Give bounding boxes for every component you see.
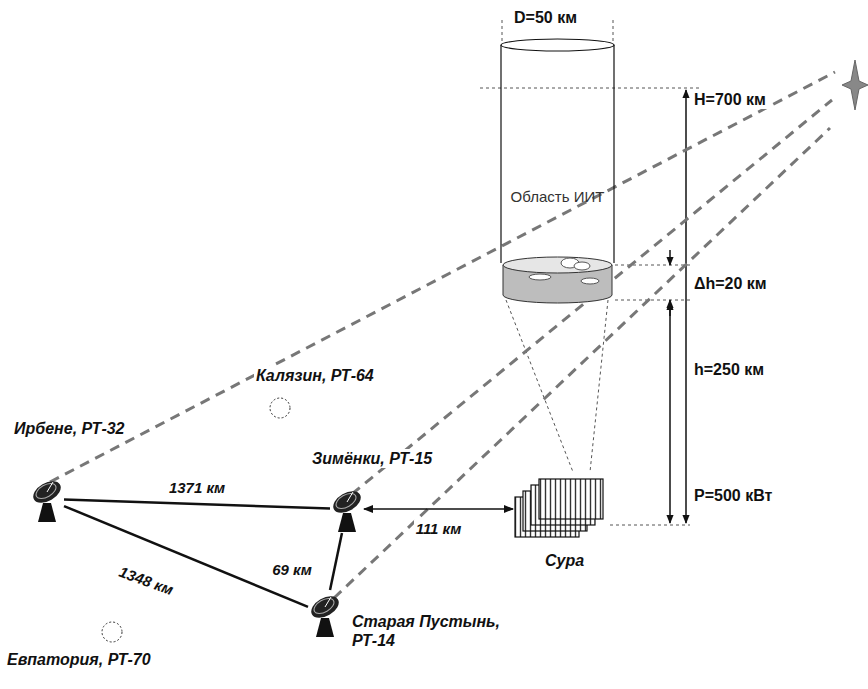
radio-source-star bbox=[842, 60, 868, 110]
station-label: Ирбене, РТ-32 bbox=[12, 419, 127, 438]
cylinder-shape bbox=[500, 37, 615, 307]
station-label: Калязин, РТ-64 bbox=[254, 366, 376, 385]
thickness-dimension bbox=[669, 250, 671, 265]
circle-shape bbox=[100, 620, 124, 644]
dish-shape bbox=[330, 485, 364, 533]
dish-shape bbox=[308, 590, 342, 638]
dimension-label: h=250 км bbox=[692, 360, 766, 379]
distance-label: 1348 км bbox=[115, 562, 178, 600]
radio-telescope: Ирбене, РТ-32 bbox=[30, 475, 64, 523]
heating-facility: Сура bbox=[513, 475, 608, 543]
station-label: Старая Пустынь, РТ-14 bbox=[350, 612, 514, 650]
sight-rays bbox=[50, 72, 835, 598]
distance-arrow bbox=[364, 508, 513, 510]
distance-label: 1371 км bbox=[167, 479, 227, 497]
reference-lines bbox=[480, 20, 700, 525]
dimension-label: H=700 км bbox=[692, 90, 768, 109]
station-label: Сура bbox=[543, 551, 586, 570]
building-shape bbox=[513, 475, 608, 543]
distance-label: 111 км bbox=[414, 520, 464, 538]
dimension-label: Δh=20 км bbox=[692, 274, 769, 293]
distance-label: 69 км bbox=[270, 561, 314, 579]
station-label: Область ИИТ bbox=[500, 187, 615, 206]
telescope-site: Калязин, РТ-64 bbox=[268, 396, 292, 420]
station-label: Зимёнки, РТ-15 bbox=[310, 449, 434, 468]
station-label: Евпатория, РТ-70 bbox=[5, 650, 153, 669]
baseline-line bbox=[330, 533, 342, 590]
dimension-label: P=500 кВт bbox=[692, 486, 774, 505]
baseline-line bbox=[64, 506, 308, 607]
circle-shape bbox=[268, 396, 292, 420]
thickness-dimension bbox=[669, 300, 671, 316]
dimension-label: D=50 км bbox=[512, 8, 579, 27]
target-region: Область ИИТ bbox=[500, 37, 615, 307]
radio-telescope: Старая Пустынь, РТ-14 bbox=[308, 590, 342, 638]
dish-shape bbox=[30, 475, 64, 523]
telescope-site: Евпатория, РТ-70 bbox=[100, 620, 124, 644]
height-dimension bbox=[685, 90, 687, 523]
height-dimension bbox=[669, 302, 671, 523]
baseline-line bbox=[64, 500, 330, 509]
radio-telescope: Зимёнки, РТ-15 bbox=[330, 485, 364, 533]
